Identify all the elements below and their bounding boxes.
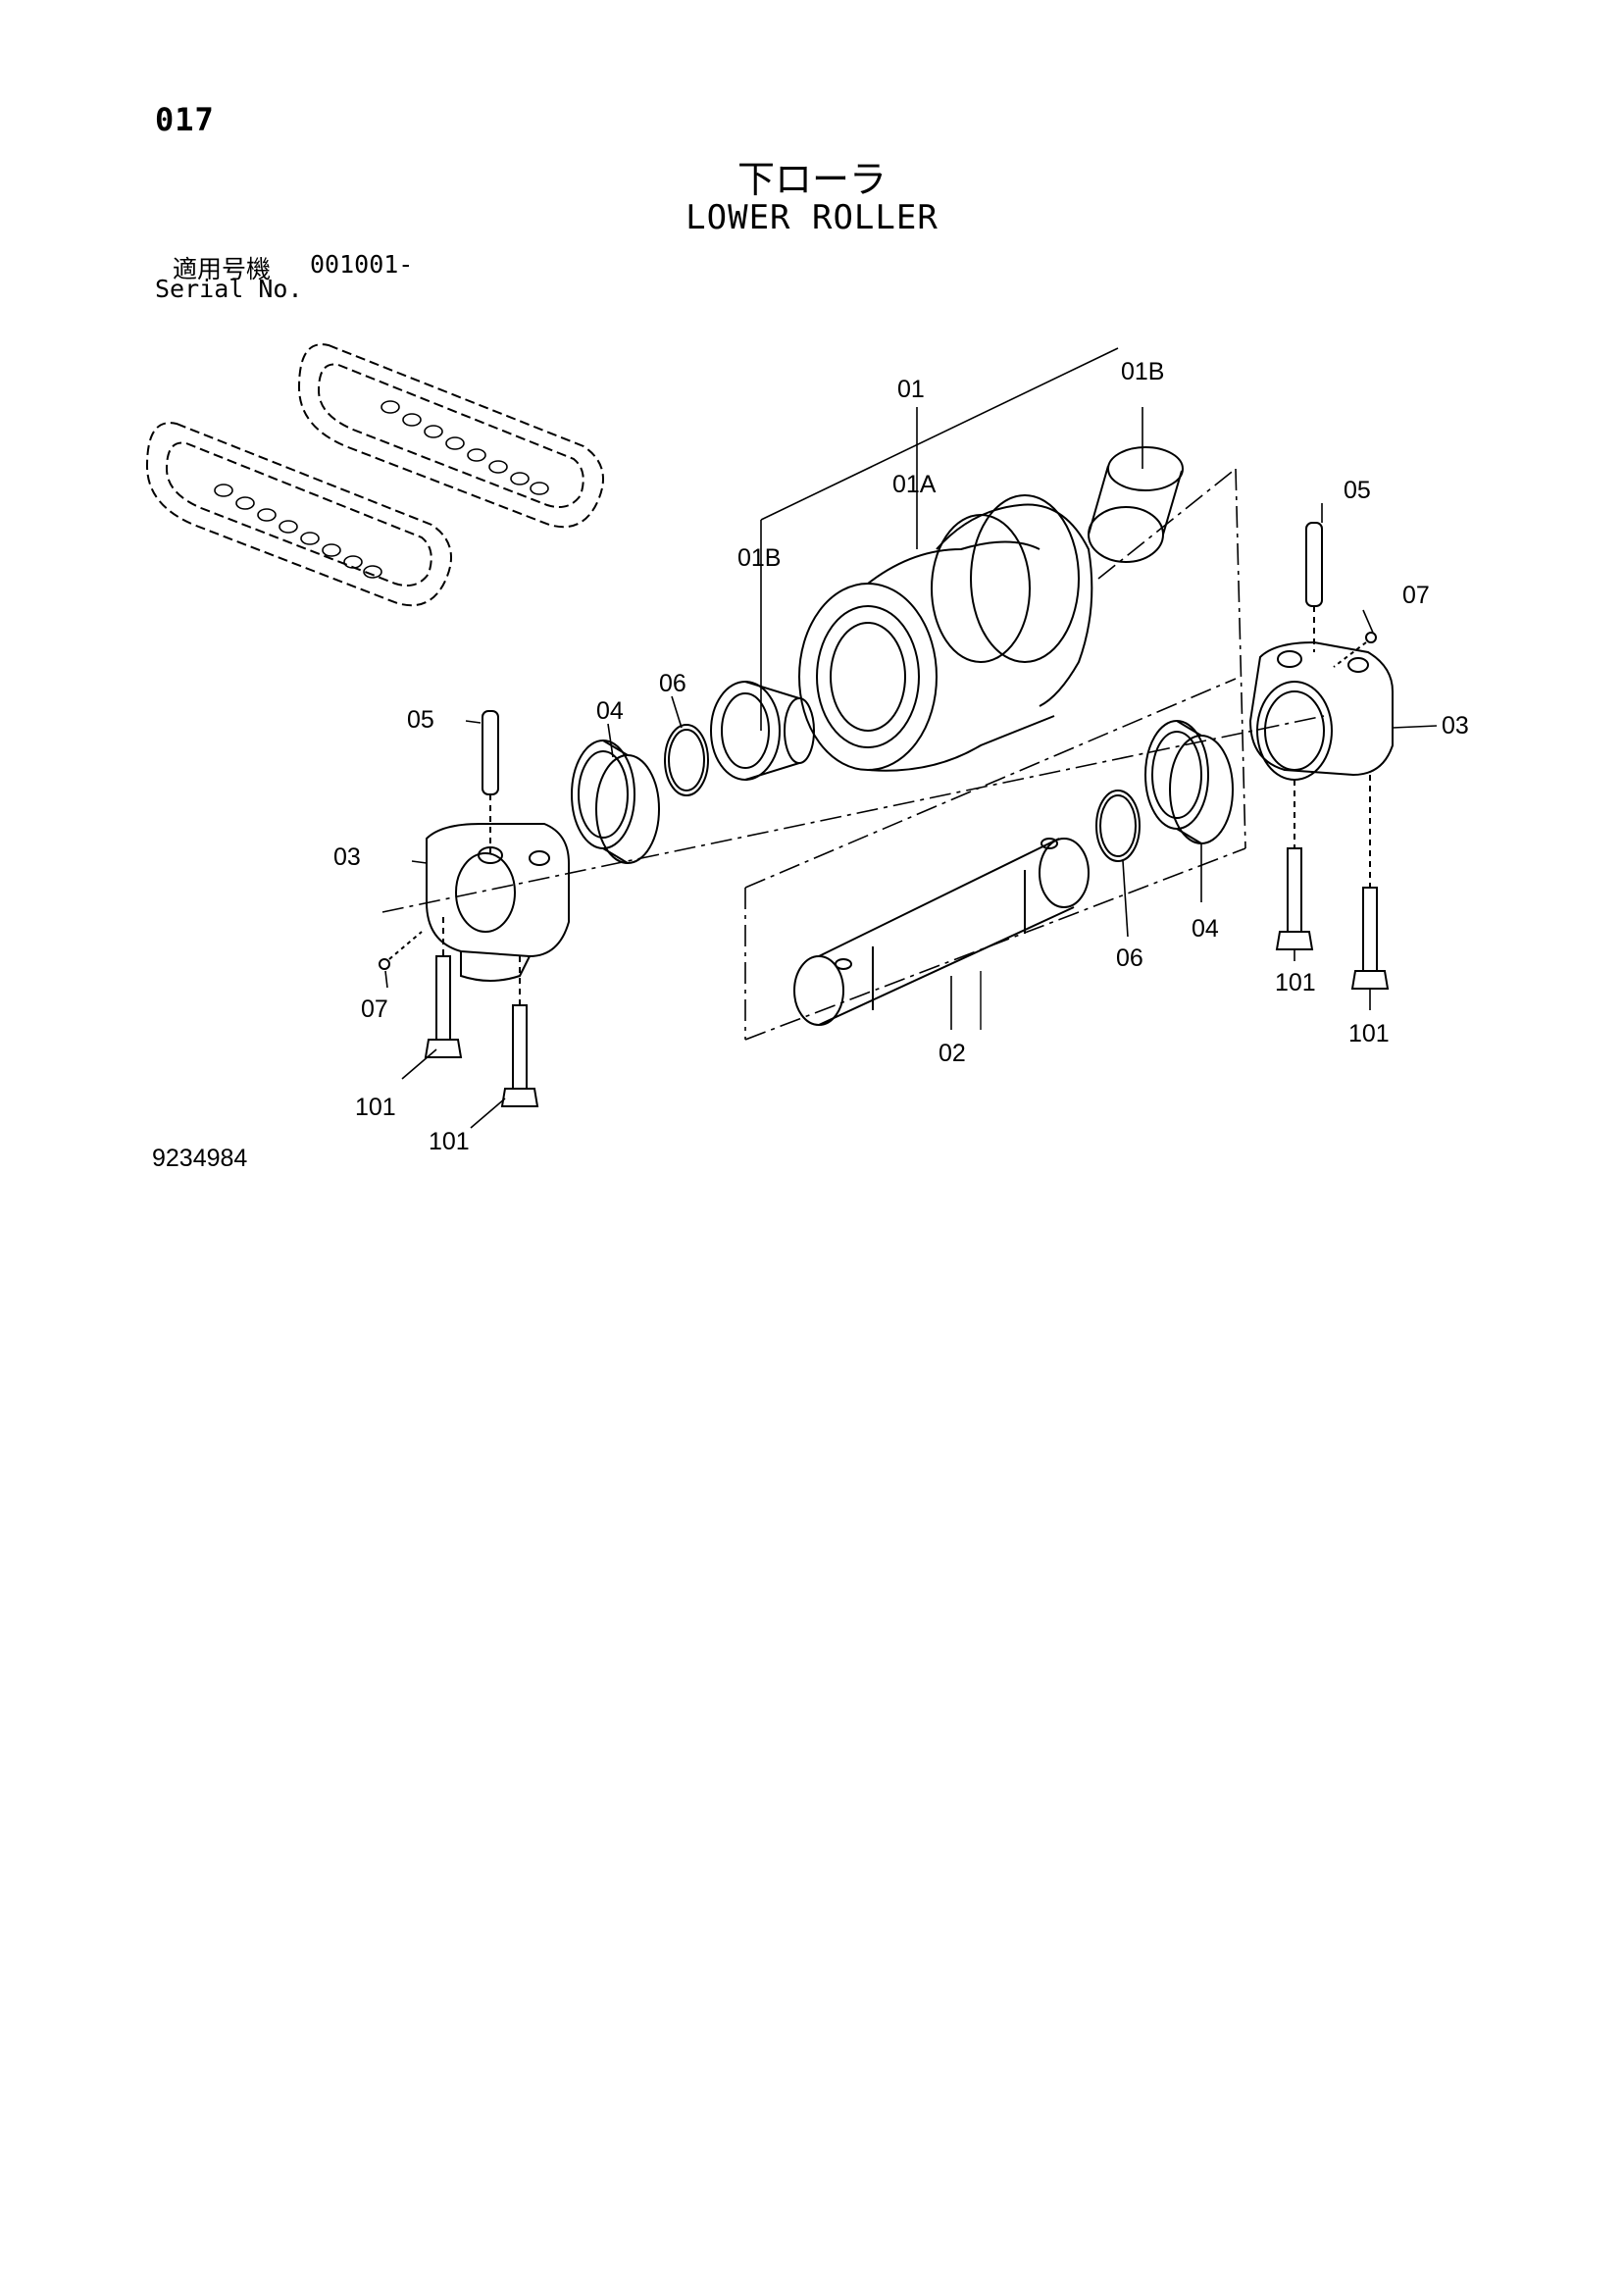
track-frame-rear — [297, 343, 604, 529]
bolt-right-b — [1350, 775, 1390, 990]
plug-right — [1333, 632, 1377, 668]
collar-left — [426, 823, 570, 982]
callout-leaders — [384, 347, 1438, 1129]
callout-101-left-a: 101 — [355, 1094, 396, 1121]
bushing-right — [1088, 446, 1184, 563]
drawing-number: 9234984 — [152, 1145, 248, 1172]
callout-02: 02 — [939, 1040, 966, 1067]
bolt-right-a — [1275, 780, 1314, 950]
serial-number-range: 001001- — [310, 250, 414, 279]
callout-03-left: 03 — [333, 843, 361, 871]
callout-labels: 01 01A 01B 01B 02 03 03 04 04 05 05 06 0… — [333, 358, 1469, 1155]
callout-01a: 01A — [892, 471, 937, 498]
callout-01b-left: 01B — [737, 544, 781, 572]
page-title-japanese: 下ローラ — [736, 158, 887, 201]
bolt-left-a — [424, 917, 463, 1058]
plug-left — [379, 931, 423, 970]
o-ring-left — [664, 724, 709, 796]
callout-05-right: 05 — [1344, 477, 1371, 504]
callout-01b-top: 01B — [1121, 358, 1164, 385]
collar-right — [1248, 640, 1394, 781]
exploded-parts-diagram: 01 01A 01B 01B 02 03 03 04 04 05 05 06 0… — [145, 343, 1469, 1155]
page-number: 017 — [155, 101, 215, 138]
callout-06-left: 06 — [659, 670, 686, 697]
callout-06-right: 06 — [1116, 944, 1143, 972]
callout-03-right: 03 — [1442, 712, 1469, 740]
callout-04-right: 04 — [1192, 915, 1219, 943]
callout-01: 01 — [897, 376, 925, 403]
page-title: LOWER ROLLER — [685, 198, 939, 237]
o-ring-right — [1095, 790, 1141, 862]
track-frame-front — [145, 422, 452, 607]
inset-rollers — [214, 400, 549, 579]
serial-label-japanese: 適用号機 — [173, 255, 272, 283]
pin-right — [1305, 522, 1323, 652]
callout-07-right: 07 — [1402, 582, 1430, 609]
roller-shell — [798, 494, 1093, 772]
floating-seal-left — [571, 740, 660, 864]
callout-05-left: 05 — [407, 706, 434, 734]
pin-left — [482, 710, 499, 858]
callout-101-right-b: 101 — [1348, 1020, 1390, 1047]
assembly-centerlines — [381, 468, 1325, 1041]
track-location-inset — [145, 343, 604, 607]
roller-shaft — [793, 838, 1090, 1026]
serial-label: Serial No. — [155, 275, 303, 303]
bushing-left — [710, 681, 815, 781]
callout-04-left: 04 — [596, 697, 624, 725]
floating-seal-right — [1144, 720, 1234, 844]
callout-07-left: 07 — [361, 995, 388, 1023]
callout-101-left-b: 101 — [429, 1128, 470, 1155]
callout-101-right-a: 101 — [1275, 969, 1316, 996]
